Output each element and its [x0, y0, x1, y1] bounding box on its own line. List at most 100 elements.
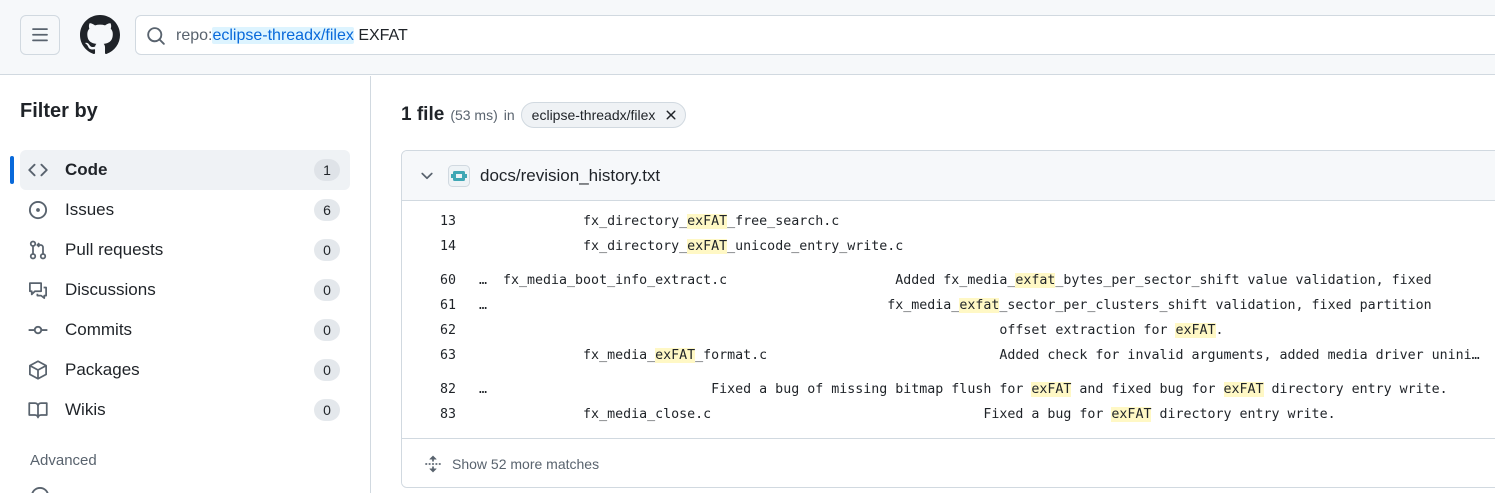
query-repo: eclipse-threadx/filex — [212, 27, 354, 44]
match-highlight: exFAT — [655, 348, 696, 363]
sidebar-item-discussions[interactable]: Discussions 0 — [20, 270, 350, 310]
match-highlight: exFAT — [1111, 407, 1152, 422]
code-line: Fixed a bug of missing bitmap flush for … — [503, 378, 1495, 402]
code-text: _sector_per_clusters_shift validation, f… — [999, 298, 1432, 313]
github-mark-icon — [80, 15, 120, 55]
git-commit-icon — [28, 325, 48, 335]
match-highlight: exfat — [1015, 273, 1056, 288]
line-number: 13 — [439, 214, 456, 229]
count-badge: 0 — [314, 399, 340, 421]
repo-avatar-icon — [448, 165, 470, 187]
results-count: 1 file — [401, 104, 445, 125]
line-ellipsis: … — [479, 382, 488, 397]
code-text: and fixed bug for — [1071, 382, 1224, 397]
count-badge: 0 — [314, 319, 340, 341]
code-text: fx_media_ — [503, 298, 960, 313]
match-highlight: exFAT — [1175, 323, 1216, 338]
search-input[interactable]: repo:eclipse-threadx/filex EXFAT — [135, 15, 1495, 55]
count-badge: 6 — [314, 199, 340, 221]
line-number: 60 — [439, 273, 456, 288]
sidebar-item-label: Code — [65, 160, 108, 179]
match-highlight: exFAT — [687, 239, 728, 254]
chevron-down-icon[interactable] — [418, 167, 436, 185]
show-more-matches-button[interactable]: Show 52 more matches — [402, 438, 1495, 487]
unfold-icon — [425, 455, 441, 473]
line-number: 83 — [439, 407, 456, 422]
code-text: _free_search.c — [727, 214, 840, 229]
results-in-label: in — [503, 107, 515, 123]
sidebar-item-label: Commits — [65, 320, 133, 339]
match-highlight: exfat — [959, 298, 1000, 313]
code-text: directory entry write. — [1151, 407, 1336, 422]
file-path-link[interactable]: docs/revision_history.txt — [480, 166, 661, 185]
book-icon — [28, 402, 48, 419]
git-pull-request-icon — [29, 240, 47, 260]
count-badge: 1 — [314, 159, 340, 181]
code-text: fx_directory_ — [503, 214, 688, 229]
count-badge: 0 — [314, 279, 340, 301]
sidebar-item-code[interactable]: Code 1 — [10, 150, 350, 190]
query-qualifier: repo: — [176, 27, 213, 44]
code-line: fx_directory_exFAT_free_search.c — [503, 210, 1495, 234]
sidebar-item-issues[interactable]: Issues 6 — [20, 190, 350, 230]
advanced-item-icon — [31, 486, 49, 493]
sidebar-item-pull-requests[interactable]: Pull requests 0 — [20, 230, 350, 270]
sidebar-item-label: Wikis — [65, 400, 106, 419]
count-badge: 0 — [314, 359, 340, 381]
comment-discussion-icon — [29, 282, 47, 299]
advanced-heading: Advanced — [30, 452, 97, 469]
match-highlight: exFAT — [687, 214, 728, 229]
top-header: repo:eclipse-threadx/filex EXFAT — [0, 0, 1495, 75]
code-text: directory entry write. — [1263, 382, 1448, 397]
sidebar-item-label: Discussions — [65, 280, 156, 299]
code-text: Fixed a bug of missing bitmap flush for — [503, 382, 1032, 397]
search-query[interactable]: repo:eclipse-threadx/filex EXFAT — [176, 26, 408, 46]
repo-filter-chip: eclipse-threadx/filex — [520, 102, 687, 128]
sidebar-item-label: Issues — [65, 200, 115, 219]
code-line: fx_media_exFAT_format.c Added check for … — [503, 344, 1495, 368]
code-line: fx_media_close.c Fixed a bug for exFAT d… — [503, 403, 1495, 427]
github-logo[interactable] — [80, 15, 120, 55]
code-line: fx_media_boot_info_extract.c Added fx_me… — [503, 269, 1495, 293]
issue-opened-icon — [28, 200, 48, 220]
result-file-header: docs/revision_history.txt — [402, 151, 1495, 201]
sidebar-item-label: Packages — [65, 360, 140, 379]
code-text: fx_media_ — [503, 348, 656, 363]
code-text: _bytes_per_sector_shift value validation… — [1055, 273, 1432, 288]
line-number: 62 — [439, 323, 456, 338]
line-number: 61 — [439, 298, 456, 313]
results-time: (53 ms) — [450, 107, 498, 123]
search-icon — [147, 27, 165, 45]
line-number: 14 — [439, 239, 456, 254]
code-line: fx_media_exfat_sector_per_clusters_shift… — [503, 294, 1495, 318]
match-highlight: exFAT — [1031, 382, 1072, 397]
hamburger-menu-button[interactable] — [20, 15, 60, 55]
filter-title: Filter by — [20, 100, 98, 122]
line-number: 82 — [439, 382, 456, 397]
code-icon — [28, 163, 48, 177]
close-icon[interactable] — [663, 107, 679, 123]
code-text: _format.c Added check for invalid argume… — [695, 348, 1480, 363]
sidebar-item-packages[interactable]: Packages 0 — [20, 350, 350, 390]
line-ellipsis: … — [479, 298, 488, 313]
active-indicator — [10, 156, 14, 184]
code-text: _unicode_entry_write.c — [727, 239, 904, 254]
hamburger-icon — [32, 28, 48, 42]
code-text: offset extraction for — [503, 323, 1176, 338]
line-number: 63 — [439, 348, 456, 363]
code-text: fx_media_boot_info_extract.c Added fx_me… — [503, 273, 1016, 288]
package-icon — [29, 360, 47, 380]
show-more-label: Show 52 more matches — [452, 456, 600, 472]
code-result-card: docs/revision_history.txt 13 fx_director… — [401, 150, 1495, 488]
code-line: fx_directory_exFAT_unicode_entry_write.c — [503, 235, 1495, 259]
line-ellipsis: … — [479, 273, 488, 288]
sidebar-item-commits[interactable]: Commits 0 — [20, 310, 350, 350]
match-highlight: exFAT — [1223, 382, 1264, 397]
sidebar-item-wikis[interactable]: Wikis 0 — [20, 390, 350, 430]
sidebar-item-label: Pull requests — [65, 240, 164, 259]
count-badge: 0 — [314, 239, 340, 261]
code-text: fx_media_close.c Fixed a bug for — [503, 407, 1112, 422]
results-summary: 1 file (53 ms) in eclipse-threadx/filex — [401, 102, 687, 128]
code-text: fx_directory_ — [503, 239, 688, 254]
code-text: . — [1215, 323, 1224, 338]
